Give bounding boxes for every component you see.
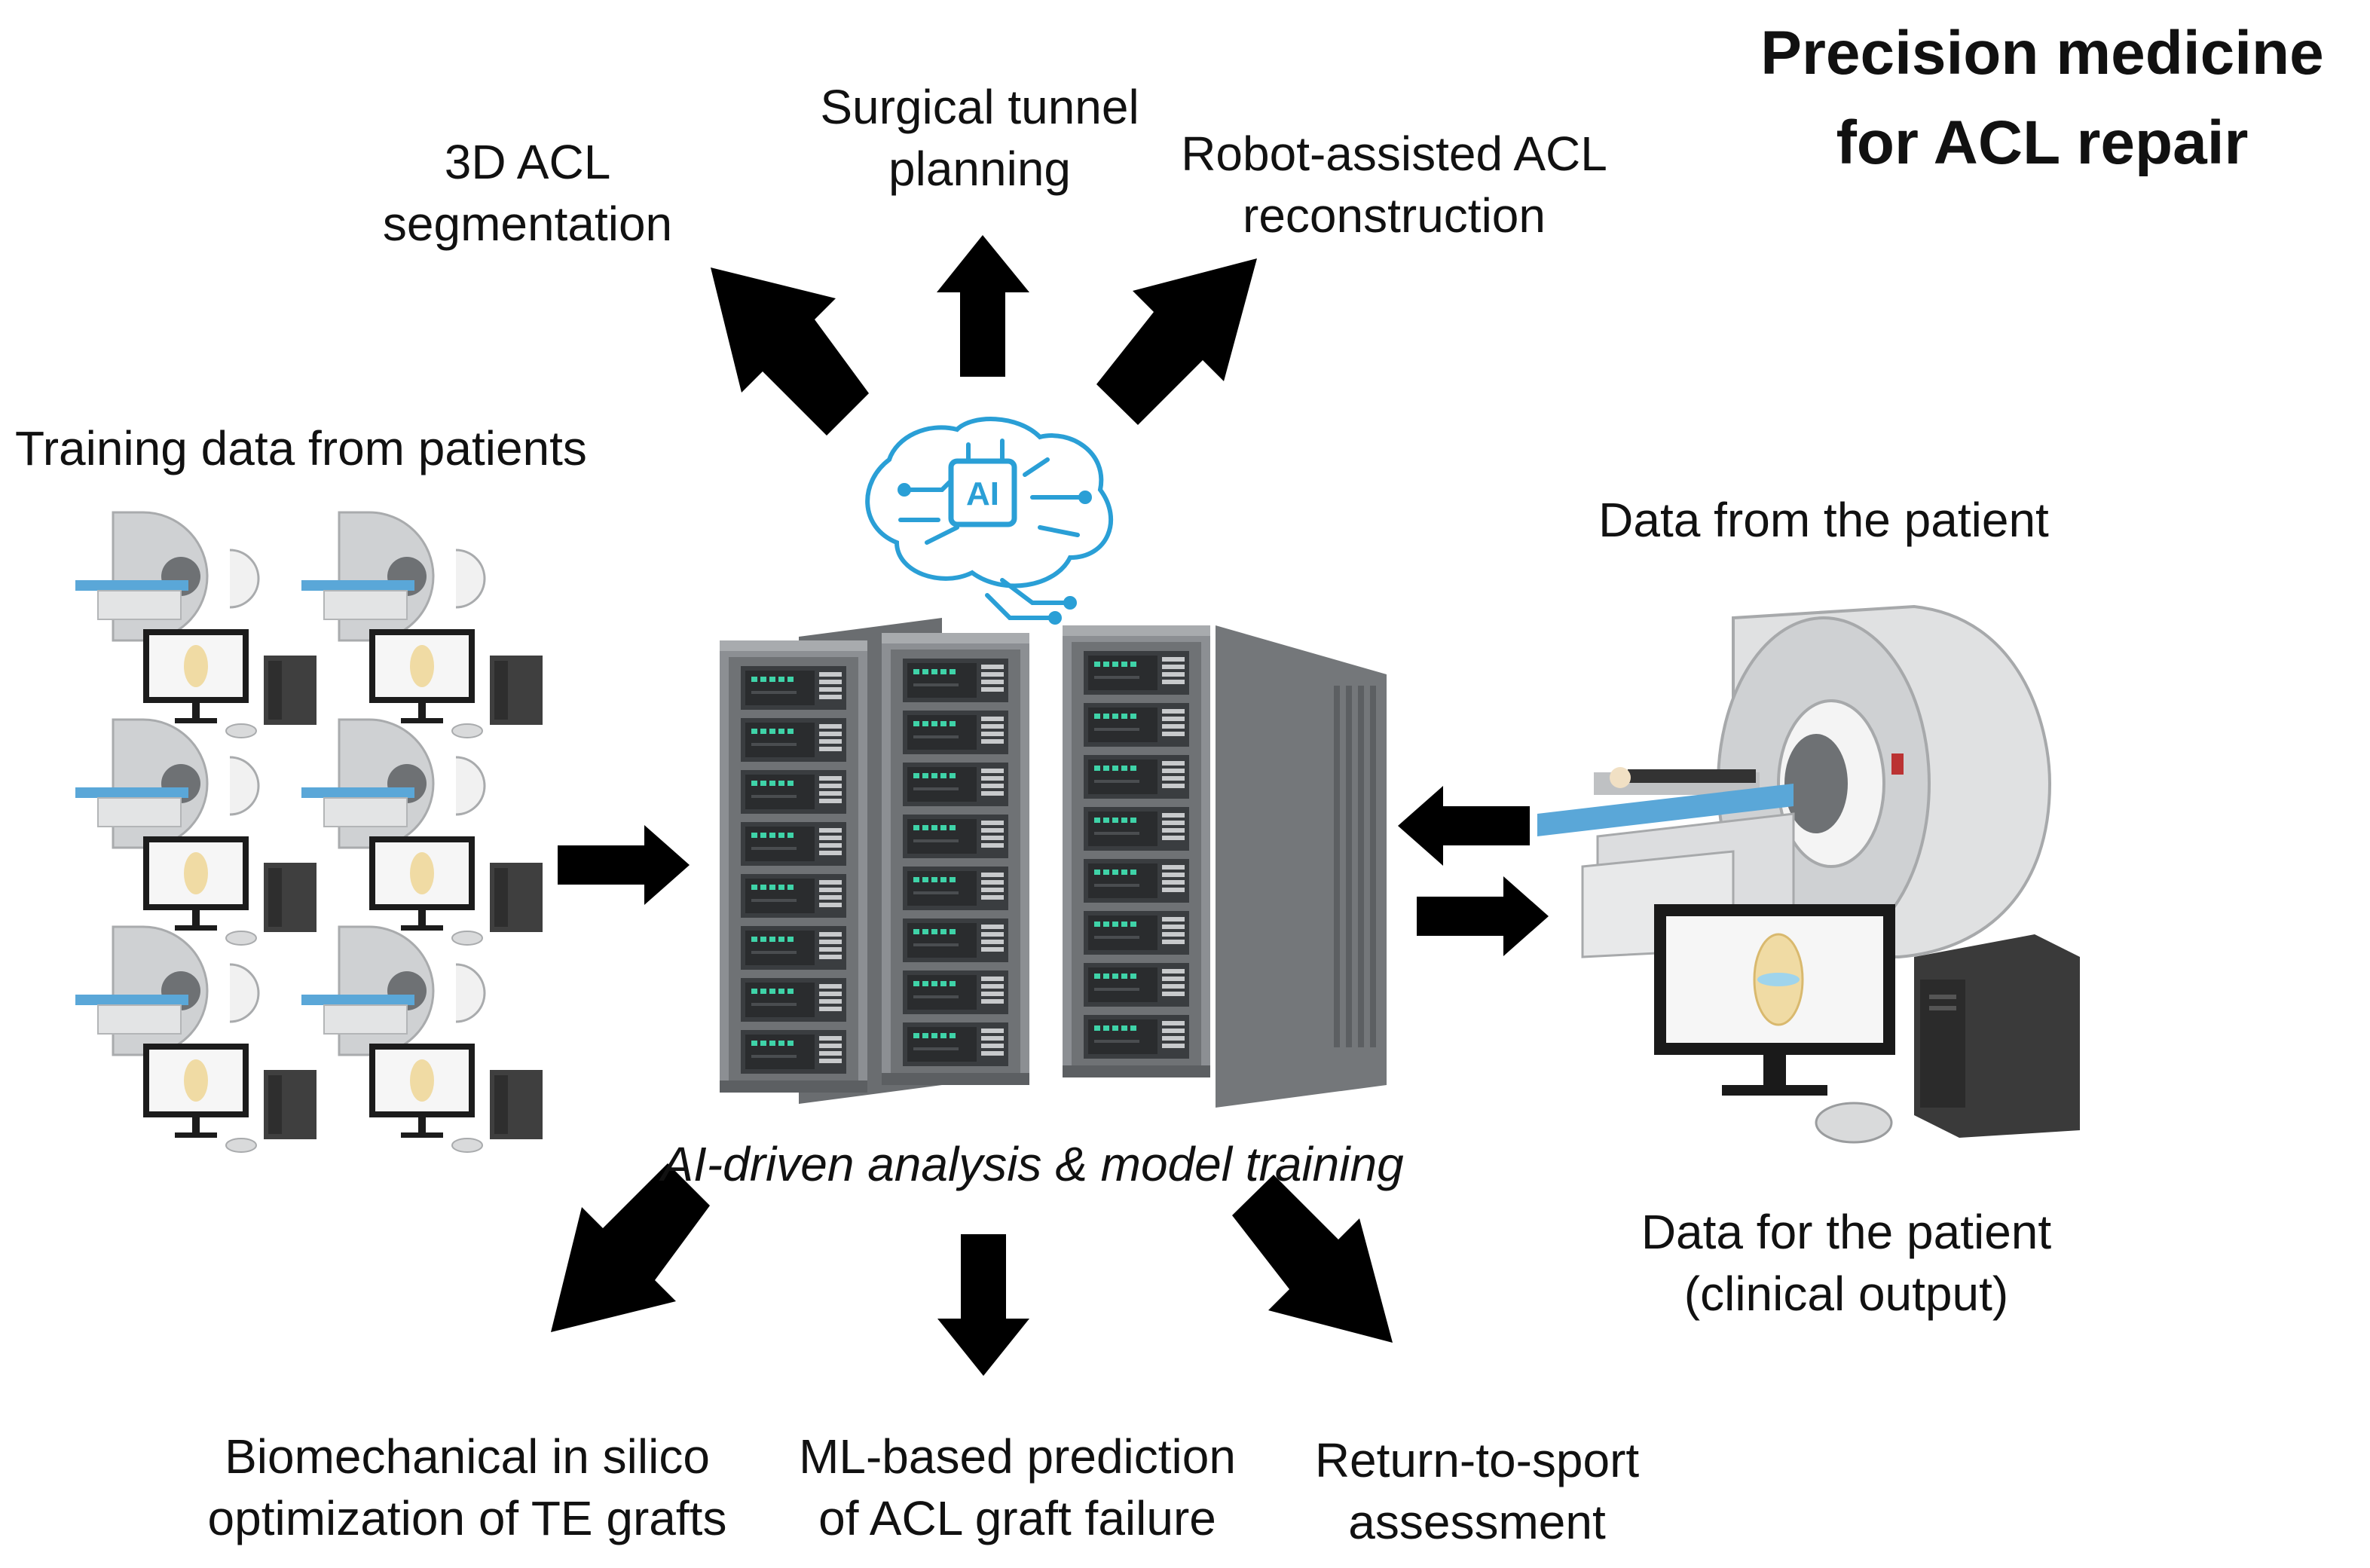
output-line-2: segmentation — [382, 196, 673, 251]
arrow-icon-down-left — [551, 1163, 710, 1332]
output-tunnel-planning: Surgical tunnel planning — [776, 77, 1183, 200]
output-ml-prediction: ML-based prediction of ACL graft failure — [761, 1426, 1274, 1550]
arrow-icon-down — [937, 1234, 1029, 1376]
output-line-1: Return-to-sport — [1314, 1433, 1640, 1487]
output-biomechanical: Biomechanical in silico optimization of … — [166, 1426, 769, 1550]
output-line-2: of ACL graft failure — [818, 1490, 1216, 1545]
monitor-icon — [1654, 904, 1895, 1096]
computer-tower-icon — [1914, 934, 2080, 1138]
output-line-1: Robot-assisted ACL — [1181, 127, 1607, 181]
output-return-to-sport: Return-to-sport assessment — [1274, 1430, 1680, 1554]
output-line-1: Surgical tunnel — [820, 80, 1139, 134]
output-line-2: (clinical output) — [1683, 1266, 2009, 1321]
ai-chip-icon — [948, 458, 1017, 527]
ai-brain-icon — [865, 417, 1114, 625]
patient-output-label: Data for the patient (clinical output) — [1567, 1202, 2125, 1325]
arrow-icon-up-right — [1096, 258, 1257, 425]
title-line-1: Precision medicine — [1760, 19, 2324, 87]
ai-badge: AI — [966, 475, 999, 512]
server-caption: AI-driven analysis & model training — [661, 1137, 1404, 1191]
output-line-1: Data for the patient — [1641, 1205, 2052, 1259]
arrow-icon-up-left — [711, 267, 869, 436]
output-line-1: 3D ACL — [444, 135, 611, 189]
training-data-label: Training data from patients — [15, 421, 587, 475]
mri-scanner-icon-grid — [74, 511, 544, 1154]
arrow-icon-right-patient — [1417, 876, 1549, 956]
patient-data-label: Data from the patient — [1598, 493, 2049, 547]
server-rack-icon — [720, 618, 1387, 1108]
output-line-2: reconstruction — [1243, 188, 1546, 243]
arrow-icon-left — [1398, 786, 1530, 866]
arrow-icon-up — [937, 235, 1029, 377]
arrow-icon-right — [558, 825, 690, 905]
output-line-2: optimization of TE grafts — [207, 1490, 727, 1545]
output-line-2: planning — [888, 141, 1071, 196]
output-3d-segmentation: 3D ACL segmentation — [332, 132, 723, 255]
arrow-icon-down-right — [1232, 1175, 1393, 1343]
output-line-1: ML-based prediction — [799, 1429, 1236, 1484]
output-line-2: assessment — [1348, 1494, 1606, 1549]
output-line-1: Biomechanical in silico — [225, 1429, 710, 1484]
page-title: Precision medicine for ACL repair — [1733, 9, 2351, 188]
mouse-icon — [1815, 1102, 1893, 1144]
title-line-2: for ACL repair — [1836, 108, 2249, 177]
output-robot-assisted: Robot-assisted ACL reconstruction — [1153, 124, 1635, 247]
